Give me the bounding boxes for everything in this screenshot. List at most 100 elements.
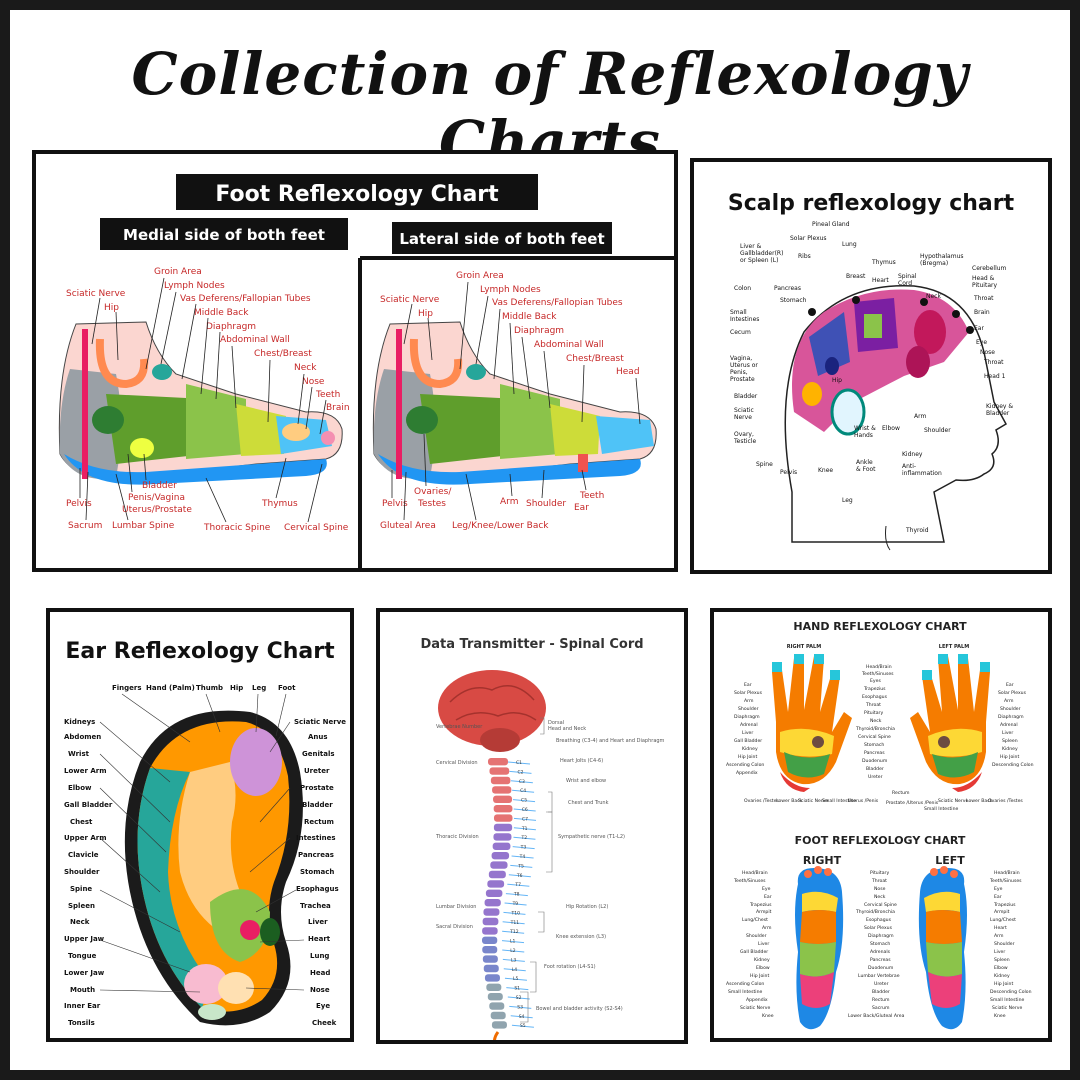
spinal-nerve <box>504 902 527 906</box>
spinal-nerve <box>503 968 526 972</box>
svg-text:Wrist: Wrist <box>68 750 90 758</box>
spinal-nerve <box>512 846 535 850</box>
svg-text:Cheek: Cheek <box>312 1019 337 1027</box>
vertebra-segment <box>490 861 508 869</box>
spinal-nerve <box>502 921 525 925</box>
svg-text:Arm: Arm <box>762 925 772 931</box>
svg-text:Breast: Breast <box>846 273 866 280</box>
scalp-labels: Pineal Gland Solar Plexus Lung Liver & G… <box>730 221 1013 534</box>
svg-text:Pancreas: Pancreas <box>298 851 334 859</box>
svg-text:Anus: Anus <box>308 733 328 741</box>
svg-text:Eye: Eye <box>316 1002 330 1010</box>
vertebra-label: T6 <box>516 873 523 879</box>
svg-text:Prostate: Prostate <box>730 376 755 383</box>
svg-text:Lumbar Vertebrae: Lumbar Vertebrae <box>858 973 900 979</box>
svg-text:Hip Rotation (L2): Hip Rotation (L2) <box>566 904 608 910</box>
svg-text:Small Intestine: Small Intestine <box>728 989 762 995</box>
svg-text:Trapezius: Trapezius <box>993 902 1016 908</box>
svg-text:Liver: Liver <box>758 941 769 947</box>
scalp-reflexology-panel: Scalp reflexology chart Pineal Gland <box>690 158 1052 574</box>
ear-chart-title: Ear Reflexology Chart <box>65 639 335 664</box>
svg-text:Ear: Ear <box>574 503 589 513</box>
svg-text:Ear: Ear <box>744 682 752 688</box>
svg-text:Brain: Brain <box>974 309 990 316</box>
svg-text:Trapezius: Trapezius <box>863 686 886 692</box>
hand-foot-panel: HAND REFLEXOLOGY CHART RIGHT PALM LEFT P… <box>710 608 1052 1042</box>
foot-small-left-labels: Head/Brain Teeth/Sinuses Eye Ear Trapezi… <box>726 870 774 1019</box>
medial-foot-pointers <box>79 277 327 523</box>
svg-text:Thymus: Thymus <box>871 259 896 266</box>
svg-text:Trachea: Trachea <box>300 902 331 910</box>
svg-text:inflammation: inflammation <box>902 470 942 477</box>
svg-text:Solar Plexus: Solar Plexus <box>734 690 763 696</box>
spine-chart-title: Data Transmitter - Spinal Cord <box>420 637 643 652</box>
svg-text:Pineal Gland: Pineal Gland <box>812 221 850 228</box>
vertebra-label: C3 <box>519 779 525 785</box>
svg-text:Kidney: Kidney <box>1002 746 1018 752</box>
svg-text:Small Intestine: Small Intestine <box>990 997 1024 1003</box>
svg-text:Testicle: Testicle <box>733 438 756 445</box>
vertebra-label: T1 <box>521 826 528 832</box>
vertebra-segment <box>484 899 501 907</box>
svg-text:Head: Head <box>310 969 330 977</box>
vertebra-segment <box>489 1002 505 1010</box>
svg-text:Pituitary: Pituitary <box>870 870 889 876</box>
vertebra-label: C6 <box>522 807 528 813</box>
spine-brackets <box>520 717 553 1023</box>
svg-text:Ureter: Ureter <box>874 981 889 987</box>
vertebra-segment <box>492 842 511 850</box>
svg-text:Heart: Heart <box>308 935 331 943</box>
vertebra-label: T2 <box>520 835 527 841</box>
medial-foot-illustration <box>58 321 343 485</box>
svg-text:Bladder: Bladder <box>866 766 884 772</box>
svg-text:Nose: Nose <box>302 377 325 387</box>
vertebra-segment <box>488 870 506 879</box>
svg-text:Diaphragm: Diaphragm <box>868 933 894 939</box>
svg-text:Armpit: Armpit <box>994 909 1010 915</box>
ear-right-labels: Sciatic Nerve Anus Genitals Ureter Prost… <box>294 718 346 1027</box>
svg-text:Sciatic Nerve: Sciatic Nerve <box>798 798 828 804</box>
svg-text:Sciatic: Sciatic <box>734 407 754 414</box>
svg-text:Head/Brain: Head/Brain <box>742 870 768 876</box>
svg-text:Neck: Neck <box>926 293 941 300</box>
svg-text:Lower Back/Gluteal Area: Lower Back/Gluteal Area <box>848 1013 905 1019</box>
svg-text:Hands: Hands <box>854 432 873 439</box>
svg-text:Esophagus: Esophagus <box>866 917 892 923</box>
svg-text:Groin Area: Groin Area <box>456 271 504 281</box>
svg-text:Teeth/Sinuses: Teeth/Sinuses <box>733 878 766 884</box>
svg-text:Eye: Eye <box>976 339 987 346</box>
svg-text:Vertebrae Number: Vertebrae Number <box>436 724 483 730</box>
vertebra-segment <box>493 814 513 822</box>
svg-text:Shoulder: Shoulder <box>1000 706 1021 712</box>
svg-text:Gall Bladder: Gall Bladder <box>64 801 113 809</box>
svg-text:Ankle: Ankle <box>856 459 873 466</box>
ear-illustration <box>124 710 303 1026</box>
vertebra-label: C1 <box>516 760 522 766</box>
spinal-cord-panel: Data Transmitter - Spinal Cord Vertebrae… <box>376 608 688 1044</box>
vertebra-label: T12 <box>509 929 519 935</box>
svg-text:Diaphragm: Diaphragm <box>998 714 1024 720</box>
svg-text:Pancreas: Pancreas <box>864 750 885 756</box>
svg-text:Tonsils: Tonsils <box>68 1019 95 1027</box>
svg-text:Genitals: Genitals <box>302 750 335 758</box>
svg-text:Gallbladder(R): Gallbladder(R) <box>740 250 783 257</box>
svg-text:Head/Brain: Head/Brain <box>994 870 1020 876</box>
svg-text:Spine: Spine <box>70 885 92 893</box>
vertebra-segment <box>492 786 512 794</box>
svg-text:Lower Back: Lower Back <box>966 798 993 804</box>
scalp-reflexology-diagram: Scalp reflexology chart Pineal Gland <box>728 191 1015 551</box>
svg-text:Pelvis: Pelvis <box>780 469 797 476</box>
spinal-nerve <box>509 1005 532 1009</box>
hand-right-labels: Ear Solar Plexus Arm Shoulder Diaphragm … <box>992 682 1034 768</box>
svg-text:Liver &: Liver & <box>740 243 762 250</box>
svg-text:Hip Joint: Hip Joint <box>1000 754 1019 760</box>
ear-reflexology-panel: Ear Reflexology Chart Fingers Hand (Palm… <box>46 608 354 1042</box>
spinal-nerve <box>511 1024 534 1028</box>
svg-text:Ovaries/: Ovaries/ <box>414 487 452 497</box>
svg-text:Hypothalamus: Hypothalamus <box>920 253 964 260</box>
vertebra-label: L5 <box>513 976 519 982</box>
svg-text:Breathing (C3-4) and Heart and: Breathing (C3-4) and Heart and Diaphragm <box>556 738 665 744</box>
svg-text:Lumbar Spine: Lumbar Spine <box>112 521 175 531</box>
svg-text:Stomach: Stomach <box>780 297 807 304</box>
svg-text:Testes: Testes <box>417 499 446 509</box>
